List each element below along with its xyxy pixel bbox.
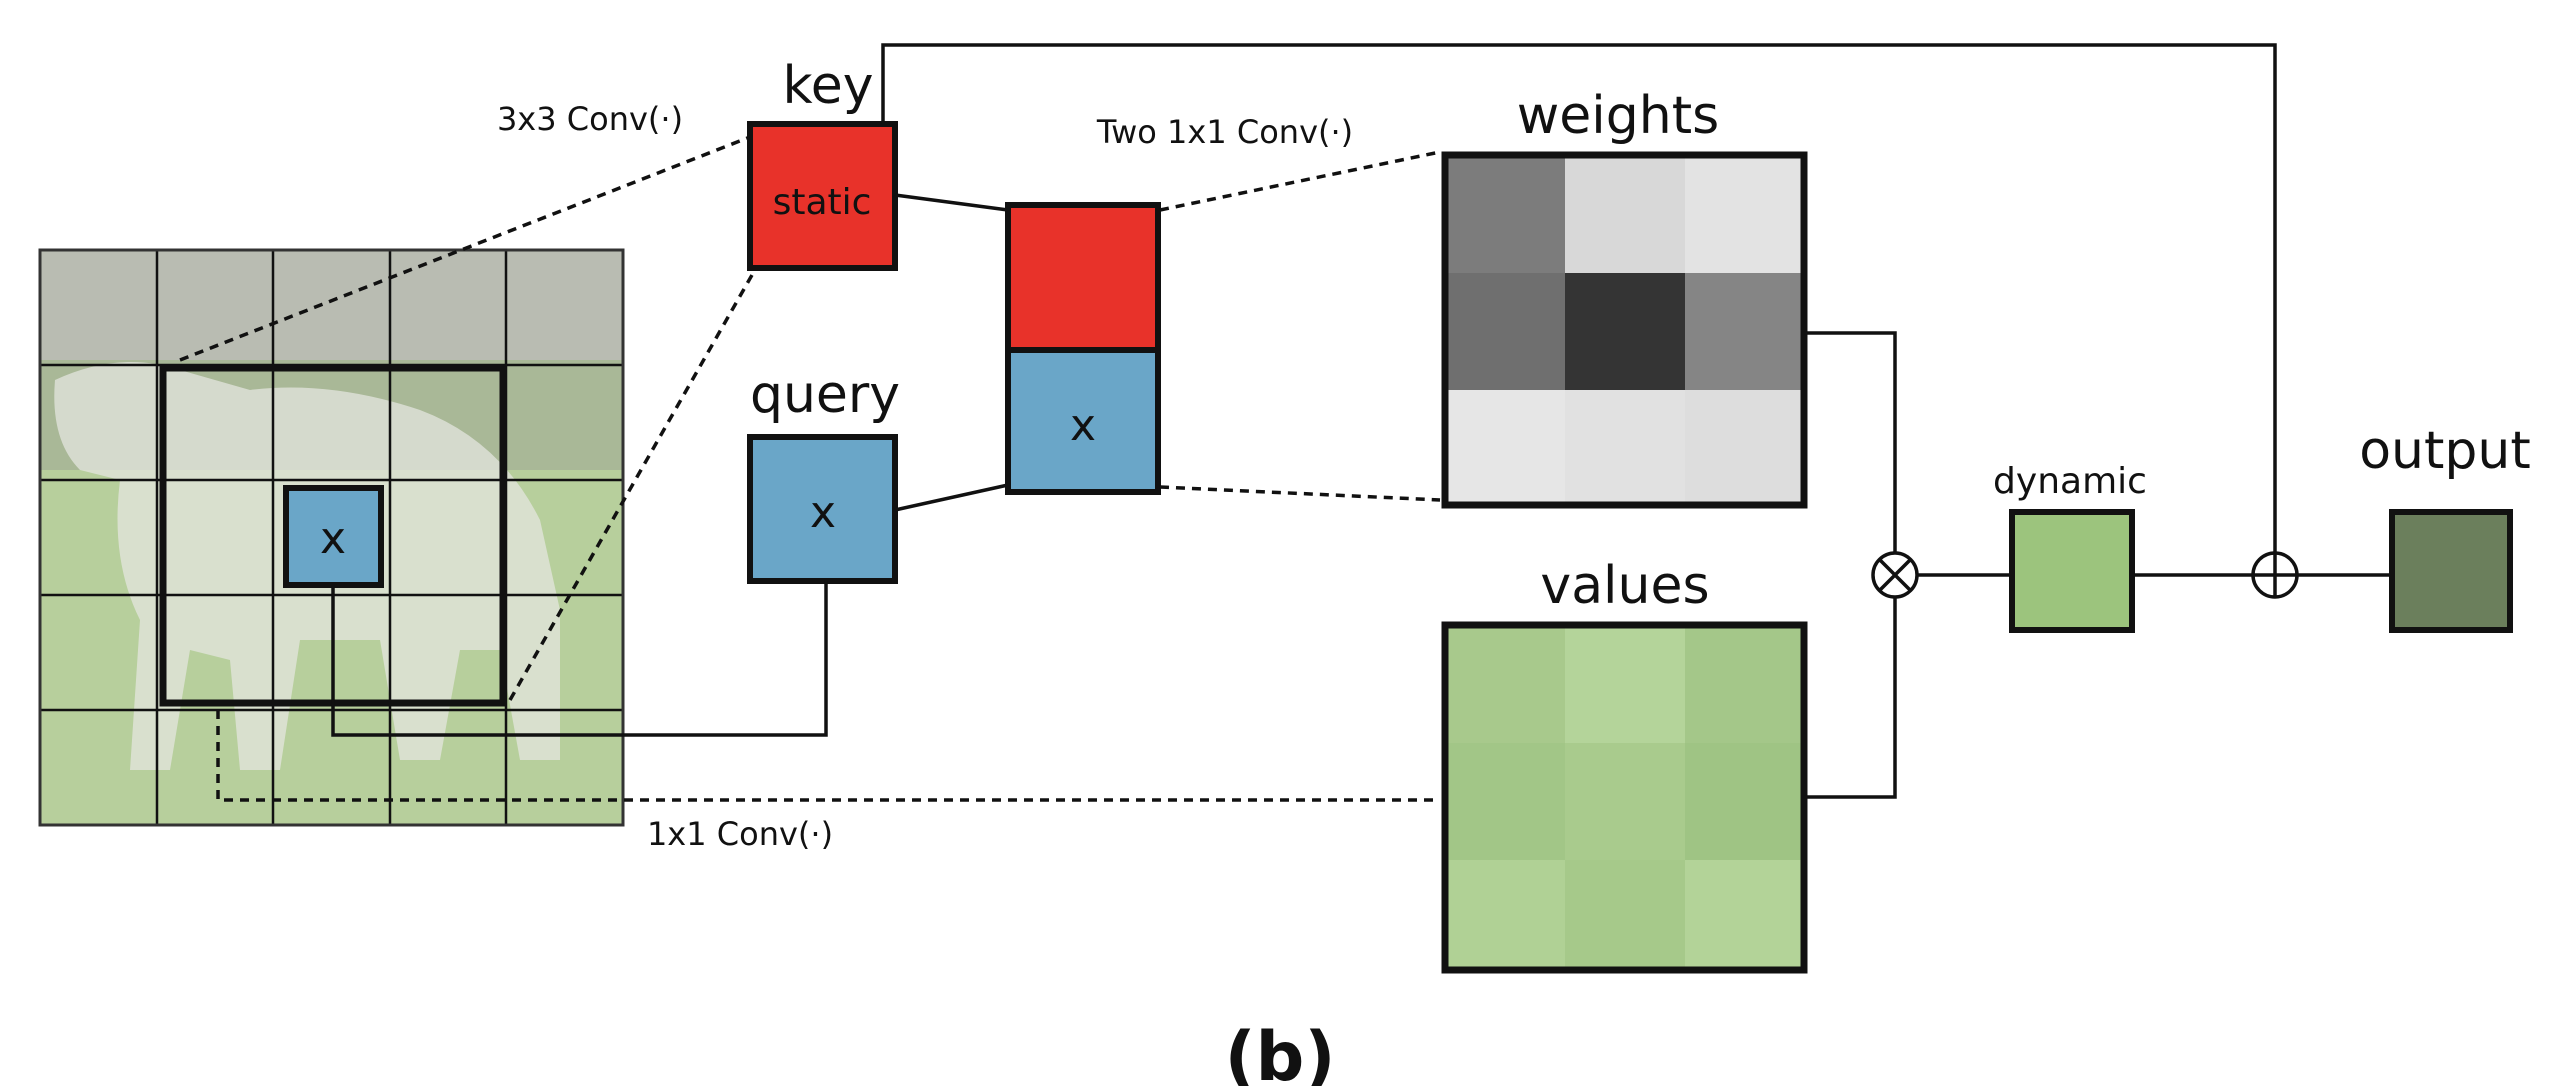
dash-key-bottom <box>508 274 754 701</box>
values-cell <box>1445 860 1565 970</box>
query-box <box>747 434 898 584</box>
weights-cell <box>1565 390 1685 505</box>
values-cell <box>1685 625 1804 743</box>
values-cell <box>1445 625 1565 743</box>
values-grid <box>1441 621 1808 974</box>
weights-cell <box>1445 273 1565 390</box>
weights-cell <box>1685 273 1804 390</box>
concat-query-part <box>1005 347 1161 495</box>
values-cell <box>1565 743 1685 860</box>
values-cell <box>1565 625 1685 743</box>
query-pixel-label: x <box>810 487 836 538</box>
values-label: values <box>1540 556 1709 616</box>
dynamic-label: dynamic <box>1993 461 2147 502</box>
concat-key-part <box>1005 202 1161 353</box>
query-to-concat <box>894 483 1009 512</box>
values-cell <box>1565 860 1685 970</box>
two-conv1x1-label: Two 1x1 Conv(·) <box>1096 113 1353 151</box>
weights-cell <box>1445 155 1565 273</box>
values-to-multiply <box>1804 597 1897 799</box>
feature-map-center-pixel <box>283 485 384 588</box>
weights-to-multiply <box>1804 331 1897 553</box>
values-cell <box>1685 860 1804 970</box>
conv3x3-label: 3x3 Conv(·) <box>497 100 683 138</box>
weights-label: weights <box>1517 86 1719 146</box>
add-node <box>2251 551 2299 599</box>
static-label: static <box>773 182 872 223</box>
query-connector <box>331 581 828 737</box>
panel-label: (b) <box>1225 1018 1336 1086</box>
weights-cell <box>1445 390 1565 505</box>
dash-values <box>216 710 1440 802</box>
weights-cell <box>1565 155 1685 273</box>
feature-map-pixel-label: x <box>320 513 346 564</box>
values-cell <box>1445 743 1565 860</box>
key-static-box <box>747 121 898 271</box>
key-to-concat <box>894 193 1009 212</box>
weights-grid <box>1441 151 1808 509</box>
conv1x1-label: 1x1 Conv(·) <box>647 815 833 853</box>
feature-map-top-band <box>40 250 623 360</box>
weights-cell <box>1685 390 1804 505</box>
concat-pixel-label: x <box>1070 400 1096 451</box>
output-box <box>2389 509 2513 633</box>
weights-cell <box>1565 273 1685 390</box>
feature-map-border <box>38 248 625 827</box>
multiply-node <box>1871 551 1919 599</box>
output-label: output <box>2359 421 2531 481</box>
dash-weights-top <box>1159 150 1441 212</box>
key-label: key <box>782 56 873 116</box>
dash-key-top <box>179 135 751 362</box>
weights-cell <box>1685 155 1804 273</box>
values-cell <box>1685 743 1804 860</box>
query-label: query <box>750 365 900 425</box>
dynamic-box <box>2009 509 2135 633</box>
feature-map: x <box>38 248 625 827</box>
static-skip-connection <box>881 43 2277 553</box>
dash-weights-bottom <box>1159 485 1441 502</box>
